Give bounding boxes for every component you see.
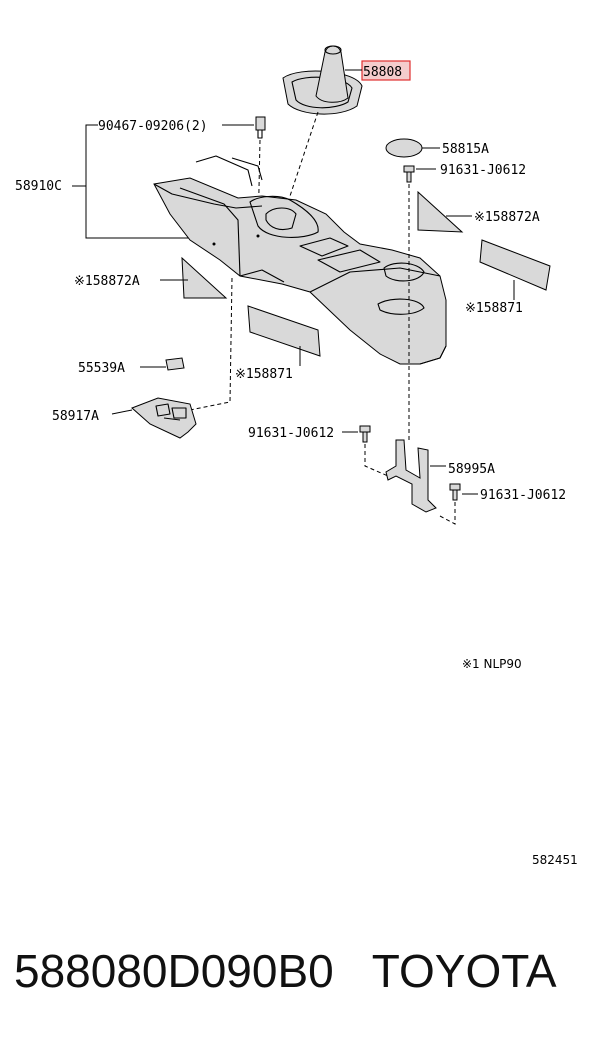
console-box [153, 155, 447, 365]
footer-part-number: 588080D090B0 [14, 945, 334, 997]
cap-part [385, 138, 423, 158]
clip-part [255, 116, 266, 139]
callout-clip: 90467-09206(2) [98, 119, 208, 134]
bolt-lower-left-part [359, 425, 371, 443]
bolt-lower-right-part [449, 483, 461, 501]
panel-right-a-part [417, 190, 464, 233]
shift-boot [282, 45, 363, 115]
callout-console-box: 58910C [15, 179, 62, 194]
bolt-upper-right-part [403, 165, 415, 183]
callout-panel-left-b: ※158871 [235, 367, 293, 382]
callout-panel-right-b: ※158871 [465, 301, 523, 316]
holder-part [165, 357, 185, 371]
plate-part [131, 397, 197, 439]
callout-holder: 55539A [78, 361, 125, 376]
callout-bracket: 58995A [448, 462, 495, 477]
callout-shift-boot: 58808 [363, 65, 402, 80]
bracket-part [385, 439, 437, 513]
callout-panel-right-a: ※158872A [474, 210, 540, 225]
diagram-id: 582451 [532, 853, 578, 867]
callout-bolt-lower-right: 91631-J0612 [480, 488, 566, 503]
panel-right-b-part [479, 239, 551, 291]
callout-panel-left-a: ※158872A [74, 274, 140, 289]
callout-bolt-lower-left: 91631-J0612 [248, 426, 334, 441]
footer: 588080D090B0 TOYOTA [14, 944, 594, 998]
callout-cap: 58815A [442, 142, 489, 157]
callout-plate: 58917A [52, 409, 99, 424]
panel-left-b-part [247, 305, 321, 357]
note-text: ※1 NLP90 [462, 657, 522, 671]
callout-bolt-upper-right: 91631-J0612 [440, 163, 526, 178]
panel-left-a-part [181, 256, 228, 299]
footer-brand: TOYOTA [371, 945, 557, 997]
